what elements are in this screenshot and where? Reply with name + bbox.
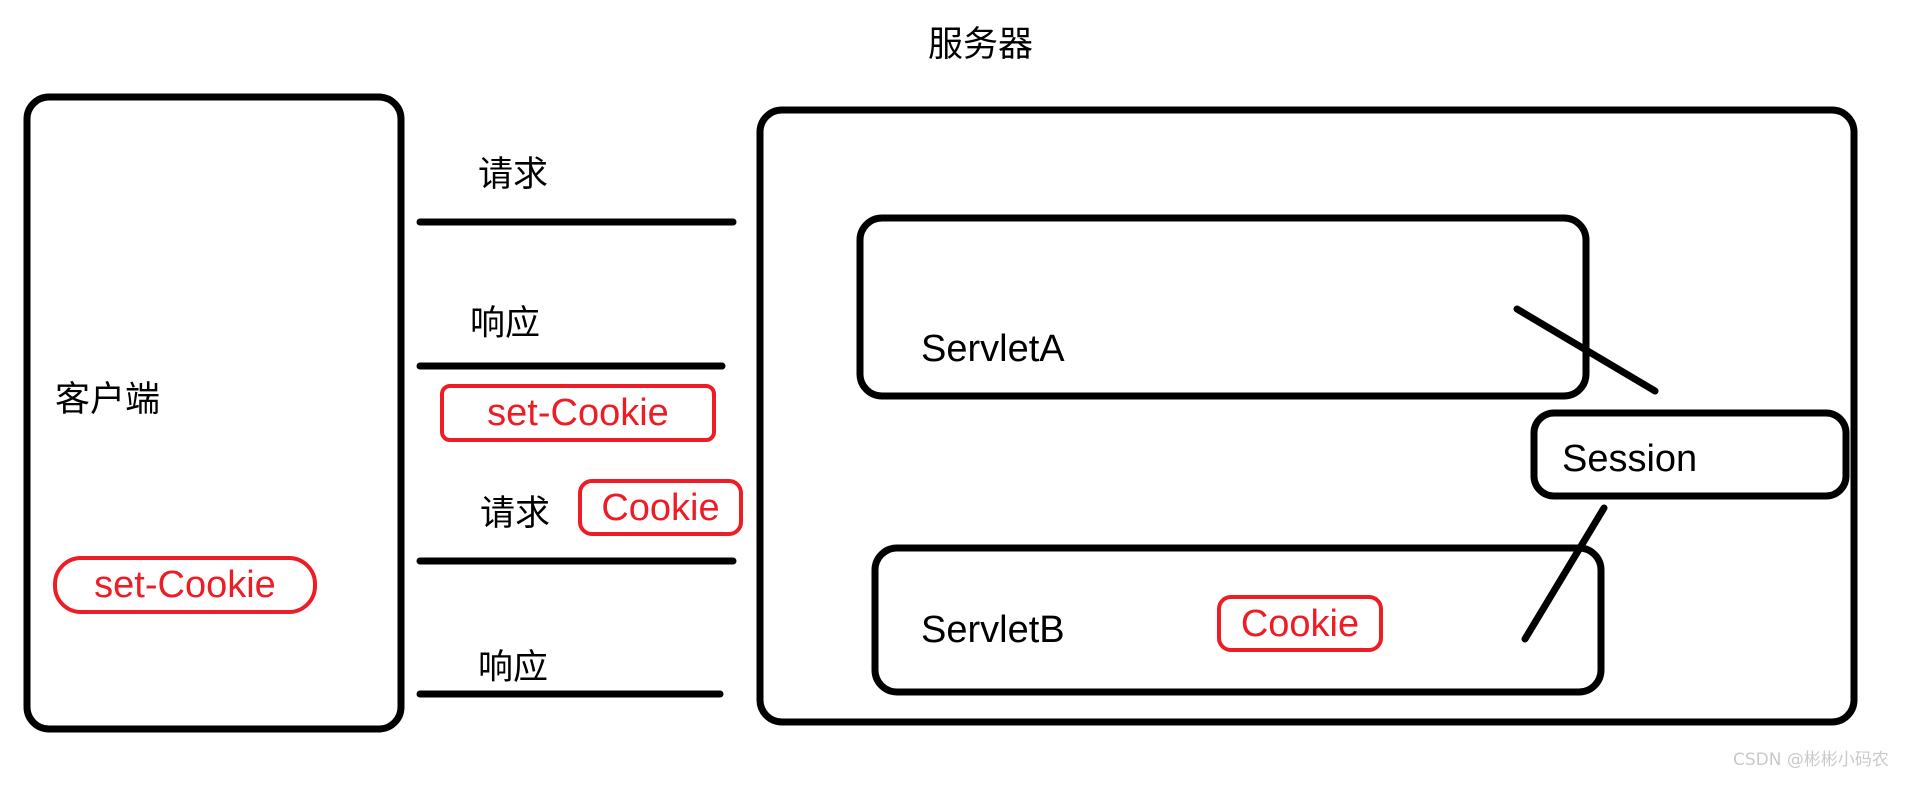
servlet-b-label: ServletB — [921, 609, 1065, 651]
server-title: 服务器 — [928, 25, 1034, 65]
session-label: Session — [1562, 438, 1698, 480]
watermark: CSDN @彬彬小码农 — [1733, 750, 1889, 770]
client-label: 客户端 — [55, 380, 161, 420]
client-set-cookie-chip: set-Cookie — [53, 556, 317, 614]
session-servlet-b-connector — [1521, 504, 1608, 643]
flow-label-response-1: 响应 — [470, 304, 541, 344]
servlet-b-cookie-chip: Cookie — [1217, 595, 1383, 652]
flow-label-request-2: 请求 — [480, 494, 551, 534]
flow-label-response-2: 响应 — [478, 648, 549, 688]
flow-label-request-1: 请求 — [478, 155, 549, 195]
request-cookie-chip: Cookie — [578, 479, 743, 536]
response-set-cookie-chip: set-Cookie — [440, 384, 716, 442]
servlet-a-label: ServletA — [921, 328, 1065, 370]
servlet-a-session-connector — [1513, 305, 1659, 395]
